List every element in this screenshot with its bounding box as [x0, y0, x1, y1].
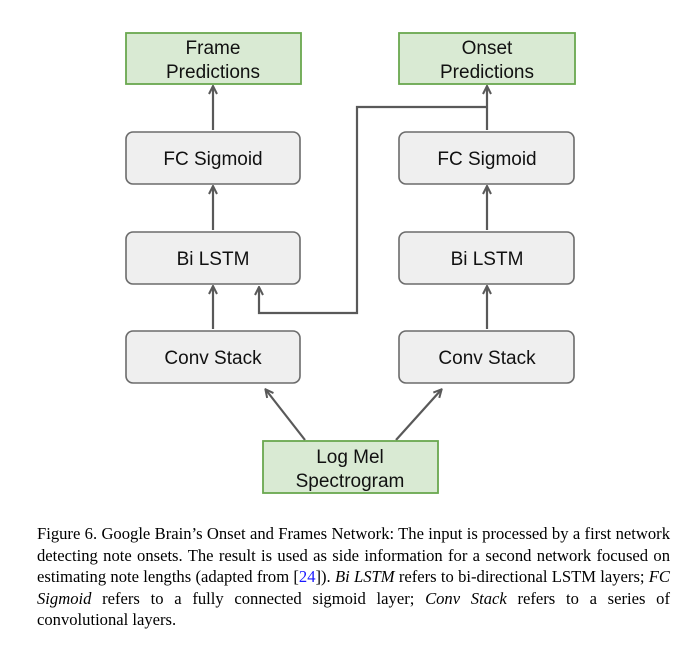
onset-predictions-label-line1: Onset: [462, 38, 513, 59]
input-label-line2: Spectrogram: [296, 471, 405, 492]
caption-term-conv-stack: Conv Stack: [425, 588, 507, 608]
connectors: [213, 87, 487, 441]
left-bi-lstm-label: Bi LSTM: [177, 249, 250, 270]
frame-predictions-label-line1: Frame: [186, 38, 241, 59]
caption-text: Figure 6. Google Brain’s Onset and Frame…: [37, 524, 670, 587]
left-fc-sigmoid-label: FC Sigmoid: [163, 149, 262, 170]
caption-citation-close: ]).: [315, 567, 331, 587]
caption-term-bi-lstm: Bi LSTM: [334, 567, 395, 587]
network-diagram: Frame Predictions FC Sigmoid Bi LSTM Con…: [125, 32, 576, 494]
right-conv-stack-label: Conv Stack: [438, 348, 536, 369]
right-fc-sigmoid-box: FC Sigmoid: [398, 131, 575, 185]
left-bi-lstm-box: Bi LSTM: [125, 231, 301, 285]
caption-definition-fc-sigmoid: refers to a fully connected sigmoid laye…: [91, 588, 426, 608]
caption-definition-bi-lstm: refers to bi-directional LSTM layers;: [394, 567, 649, 587]
left-conv-stack-label: Conv Stack: [164, 348, 262, 369]
arrow-onset-side-information: [259, 105, 487, 315]
onset-predictions-label-line2: Predictions: [440, 62, 534, 83]
left-fc-sigmoid-box: FC Sigmoid: [125, 131, 301, 185]
right-conv-stack-box: Conv Stack: [398, 330, 575, 384]
citation-link[interactable]: 24: [298, 567, 316, 587]
log-mel-spectrogram-box: Log Mel Spectrogram: [262, 440, 439, 494]
right-bi-lstm-label: Bi LSTM: [451, 249, 524, 270]
arrow-input-to-right-conv: [395, 390, 441, 441]
left-conv-stack-box: Conv Stack: [125, 330, 301, 384]
frame-predictions-label-line2: Predictions: [166, 62, 260, 83]
right-fc-sigmoid-label: FC Sigmoid: [437, 149, 536, 170]
caption-definition-conv-stack: refers to a series of convolutional laye…: [37, 588, 670, 630]
figure-caption: Figure 6. Google Brain’s Onset and Frame…: [37, 523, 670, 631]
arrow-input-to-left-conv: [266, 390, 306, 441]
caption-term-fc-sigmoid: FC Sigmoid: [37, 567, 670, 608]
input-label-line1: Log Mel: [316, 447, 384, 468]
frame-predictions-box: Frame Predictions: [125, 32, 302, 85]
right-bi-lstm-box: Bi LSTM: [398, 231, 575, 285]
onset-predictions-box: Onset Predictions: [398, 32, 576, 85]
